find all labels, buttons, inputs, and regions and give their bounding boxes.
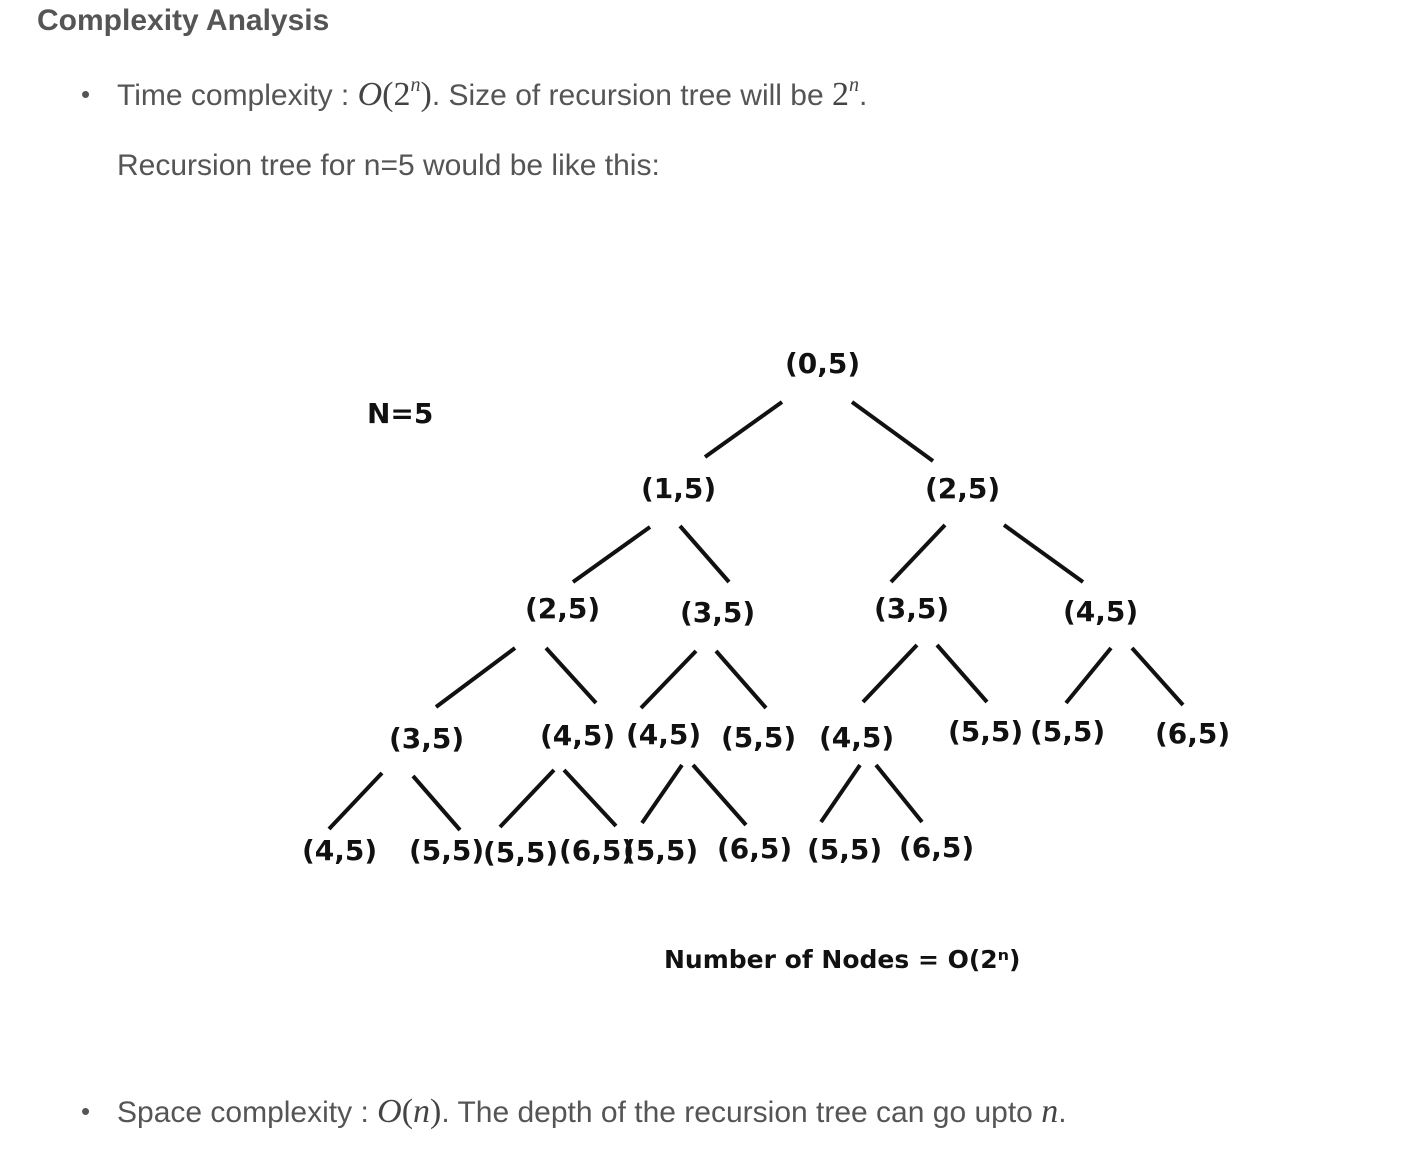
tree-edge bbox=[861, 643, 919, 704]
depth-variable: n bbox=[1041, 1093, 1059, 1130]
formula-open: (2 bbox=[382, 76, 411, 113]
tree-edge bbox=[935, 643, 989, 704]
tree-node: (5,5) bbox=[1030, 715, 1105, 748]
tree-node: (5,5) bbox=[483, 836, 558, 869]
tree-node: (6,5) bbox=[717, 832, 792, 865]
tree-node: (0,5) bbox=[785, 347, 860, 380]
space-complexity-item: •Space complexity : O(n). The depth of t… bbox=[81, 1093, 1067, 1131]
tree-edge bbox=[498, 768, 556, 829]
tree-node: (2,5) bbox=[525, 592, 600, 625]
tree-node: (3,5) bbox=[680, 596, 755, 629]
space-complexity-label: Space complexity : bbox=[117, 1096, 378, 1129]
tree-edge bbox=[562, 768, 618, 828]
tree-edge bbox=[1130, 646, 1185, 707]
tree-node: (6,5) bbox=[559, 834, 634, 867]
tree-edge bbox=[889, 523, 947, 584]
tree-node: (5,5) bbox=[409, 834, 484, 867]
time-complexity-text: . Size of recursion tree will be bbox=[431, 79, 832, 112]
tree-intro-text: Recursion tree for n=5 would be like thi… bbox=[117, 149, 660, 182]
tree-node: (6,5) bbox=[1155, 717, 1230, 750]
big-o-symbol: O bbox=[377, 1093, 402, 1130]
tree-node: (4,5) bbox=[302, 834, 377, 867]
big-o-symbol: O bbox=[357, 76, 383, 113]
tree-edge bbox=[1002, 523, 1085, 584]
formula-open: ( bbox=[401, 1093, 414, 1130]
tree-nodes: (0,5) (1,5) (2,5) (2,5) (3,5) (3,5) (4,5… bbox=[302, 347, 1230, 869]
sentence-end: . bbox=[859, 79, 868, 112]
sentence-end: . bbox=[1058, 1096, 1067, 1129]
tree-edges bbox=[327, 400, 1185, 832]
tree-node: (4,5) bbox=[540, 719, 615, 752]
bullet-dot: • bbox=[81, 1096, 91, 1126]
tree-node: (3,5) bbox=[874, 592, 949, 625]
space-complexity-text: . The depth of the recursion tree can go… bbox=[441, 1096, 1042, 1129]
tree-node: (6,5) bbox=[899, 831, 974, 864]
tree-edge bbox=[714, 649, 768, 710]
bullet-dot: • bbox=[81, 79, 91, 109]
tree-edge bbox=[327, 771, 384, 831]
tree-node: (4,5) bbox=[626, 718, 701, 751]
tree-edge bbox=[411, 774, 462, 832]
tree-node: (2,5) bbox=[925, 472, 1000, 505]
formula-exponent: n bbox=[410, 74, 421, 96]
tree-edge bbox=[434, 646, 517, 709]
tree-edge bbox=[640, 763, 684, 825]
formula-close: ) bbox=[430, 1093, 442, 1130]
tree-edge bbox=[850, 400, 935, 463]
n-label: N=5 bbox=[367, 397, 433, 430]
tree-edge bbox=[703, 400, 784, 459]
tree-edge bbox=[1064, 646, 1113, 705]
tree-node: (5,5) bbox=[948, 715, 1023, 748]
tree-edge bbox=[571, 525, 652, 584]
tree-node: (4,5) bbox=[1063, 595, 1138, 628]
tree-node: (3,5) bbox=[389, 722, 464, 755]
tree-edge bbox=[639, 649, 698, 710]
time-complexity-formula: O(2n) bbox=[357, 74, 432, 113]
tree-edge bbox=[678, 524, 731, 584]
tree-node: (5,5) bbox=[807, 833, 882, 866]
space-complexity-formula: O(n) bbox=[377, 1093, 441, 1130]
tree-edge bbox=[819, 763, 862, 824]
figure-caption: Number of Nodes = O(2ⁿ) bbox=[664, 945, 1020, 974]
tree-node: (1,5) bbox=[641, 472, 716, 505]
time-complexity-label: Time complexity : bbox=[117, 79, 358, 112]
tree-size-exponent: n bbox=[849, 74, 859, 96]
tree-edge bbox=[544, 646, 598, 705]
formula-close: ) bbox=[420, 76, 432, 113]
formula-variable: n bbox=[413, 1093, 431, 1130]
tree-edge bbox=[691, 763, 748, 827]
time-complexity-item: •Time complexity : O(2n). Size of recurs… bbox=[81, 74, 867, 114]
tree-node: (5,5) bbox=[623, 834, 698, 867]
tree-size-base: 2 bbox=[832, 76, 849, 113]
tree-size-formula: 2n bbox=[832, 74, 859, 113]
tree-node: (5,5) bbox=[721, 721, 796, 754]
tree-node: (4,5) bbox=[819, 721, 894, 754]
tree-edge bbox=[874, 763, 924, 824]
section-heading: Complexity Analysis bbox=[37, 4, 330, 37]
